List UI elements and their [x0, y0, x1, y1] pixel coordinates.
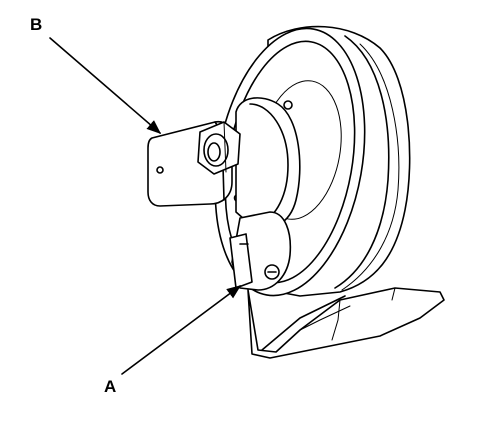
horn-center-boss [235, 97, 301, 230]
callout-b-leader [49, 37, 162, 134]
terminal-connector [229, 211, 292, 291]
callout-a-label: A [104, 377, 116, 396]
horn-base [247, 287, 445, 359]
callout-a-leader [121, 285, 242, 375]
bracket-bolt [197, 121, 241, 175]
callout-b-label: B [30, 15, 42, 34]
